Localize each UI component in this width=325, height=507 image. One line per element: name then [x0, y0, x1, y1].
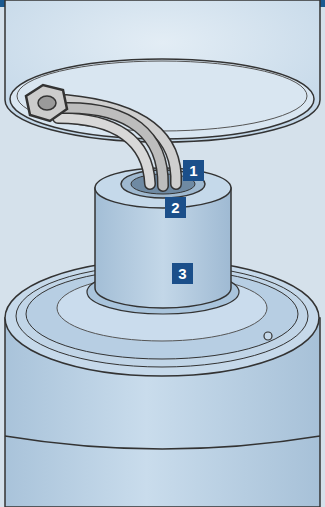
callout-number: 1 [183, 160, 204, 181]
nut-hole [38, 96, 56, 110]
body-seam [5, 436, 320, 449]
callout-number: 3 [172, 263, 193, 284]
hose [62, 108, 163, 186]
lid-rim [10, 59, 314, 139]
lid-dome [5, 0, 320, 142]
hose-outline [62, 108, 163, 186]
hex-nut [26, 85, 67, 121]
hose-bundle [58, 100, 176, 186]
callout-number: 2 [165, 197, 186, 218]
vent-hole [264, 332, 272, 340]
